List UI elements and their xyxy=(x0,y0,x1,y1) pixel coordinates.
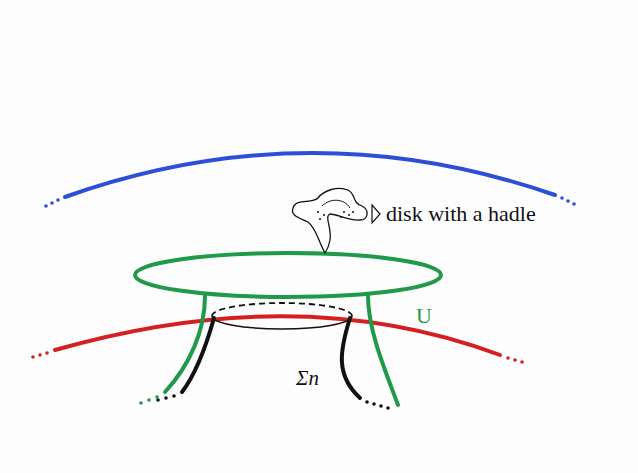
surface-label: Σn xyxy=(296,368,319,389)
set-label: U xyxy=(416,305,432,327)
u-rim xyxy=(135,253,441,297)
blue-arc xyxy=(65,153,555,197)
hole-front xyxy=(212,316,352,329)
handle-disk xyxy=(292,188,367,253)
red-arc xyxy=(55,316,500,355)
sigma-dots xyxy=(156,394,390,410)
pointer-mark xyxy=(372,205,380,223)
red-dots xyxy=(31,351,524,364)
hole-back xyxy=(212,303,352,316)
sigma-right xyxy=(342,318,360,398)
u-left-leg xyxy=(165,296,205,392)
handle-dots xyxy=(317,211,354,220)
callout-text: disk with a hadle xyxy=(386,203,536,225)
u-right-leg xyxy=(368,296,398,405)
handle-loop xyxy=(322,200,350,208)
sigma-left xyxy=(182,318,214,392)
u-dots xyxy=(139,395,159,405)
